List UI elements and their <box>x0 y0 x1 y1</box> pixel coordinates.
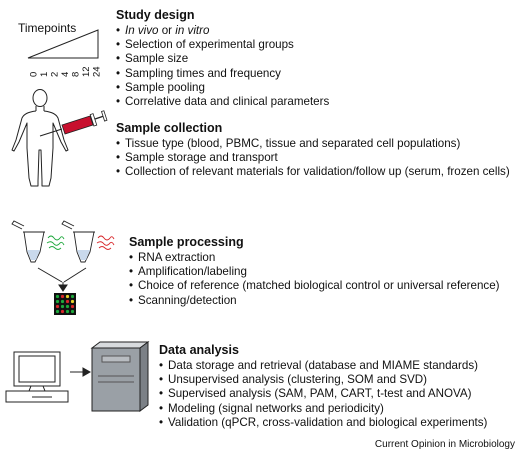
italic-text: In vivo <box>125 24 159 37</box>
list-item: Choice of reference (matched biological … <box>129 279 500 293</box>
section-title: Data analysis <box>159 343 239 357</box>
item-text: Data storage and retrieval (database and… <box>168 359 478 372</box>
array-spot <box>60 304 65 309</box>
array-spot <box>70 304 75 309</box>
item-text: Scanning/detection <box>138 293 237 307</box>
figure-caption: Current Opinion in Microbiology <box>374 439 515 450</box>
timepoint-tick: 2 <box>50 72 61 77</box>
timepoints-wedge-icon <box>27 29 99 59</box>
timepoint-tick: 8 <box>71 72 82 77</box>
array-spot <box>60 299 65 304</box>
timepoint-tick: 4 <box>60 72 71 77</box>
bullet-list: Data storage and retrieval (database and… <box>159 359 487 430</box>
bullet-list: Tissue type (blood, PBMC, tissue and sep… <box>116 137 510 180</box>
section-sample-processing: Sample processing RNA extractionAmplific… <box>129 235 500 308</box>
timepoint-tick: 12 <box>81 66 92 77</box>
timepoint-tick: 1 <box>39 72 50 77</box>
list-item: In vivo or in vitro <box>116 24 329 38</box>
list-item: RNA extraction <box>129 251 500 265</box>
section-title: Sample processing <box>129 235 244 249</box>
list-item: Validation (qPCR, cross-validation and b… <box>159 416 487 430</box>
item-text: Validation (qPCR, cross-validation and b… <box>168 415 488 429</box>
item-text: Modeling (signal networks and periodicit… <box>168 401 384 415</box>
bullet-list: In vivo or in vitroSelection of experime… <box>116 24 329 109</box>
array-spot <box>65 309 70 314</box>
italic-text: in vitro <box>175 24 210 37</box>
list-item: Correlative data and clinical parameters <box>116 95 329 109</box>
item-text: Sampling times and frequency <box>125 66 281 80</box>
list-item: Data storage and retrieval (database and… <box>159 359 487 373</box>
timepoint-tick: 0 <box>29 72 40 77</box>
bullet-list: RNA extractionAmplification/labelingChoi… <box>129 251 500 308</box>
section-sample-collection: Sample collection Tissue type (blood, PB… <box>116 121 510 180</box>
array-spot <box>60 309 65 314</box>
item-text: Correlative data and clinical parameters <box>125 95 330 109</box>
human-figure-icon <box>11 89 69 187</box>
timepoints-label: Timepoints <box>18 21 77 35</box>
item-text: Collection of relevant materials for val… <box>125 165 510 179</box>
server-icon <box>90 341 150 412</box>
item-text: Choice of reference (matched biological … <box>138 279 500 293</box>
list-item: Sample storage and transport <box>116 151 510 165</box>
item-text: RNA extraction <box>138 251 216 264</box>
array-spot <box>65 294 70 299</box>
section-title: Sample collection <box>116 121 223 135</box>
section-study-design: Study design In vivo or in vitroSelectio… <box>116 8 329 109</box>
array-spot <box>70 294 75 299</box>
item-text: Sample storage and transport <box>125 151 278 165</box>
array-spot <box>60 294 65 299</box>
item-text: Unsupervised analysis (clustering, SOM a… <box>168 373 428 387</box>
item-text: Sample pooling <box>125 80 205 94</box>
list-item: Selection of experimental groups <box>116 38 329 52</box>
array-spot <box>65 304 70 309</box>
list-item: Collection of relevant materials for val… <box>116 165 510 179</box>
syringe-icon <box>39 110 108 137</box>
item-text: Amplification/labeling <box>138 265 247 279</box>
item-text: Sample size <box>125 52 189 66</box>
microarray-icon <box>54 293 76 315</box>
tube-left-icon <box>11 220 45 263</box>
tube-right-icon <box>61 220 95 263</box>
section-title: Study design <box>116 8 195 22</box>
item-text: Tissue type (blood, PBMC, tissue and sep… <box>125 137 461 150</box>
item-text: Selection of experimental groups <box>125 38 294 52</box>
section-data-analysis: Data analysis Data storage and retrieval… <box>159 343 487 430</box>
item-text: Supervised analysis (SAM, PAM, CART, t-t… <box>168 387 472 401</box>
list-item: Tissue type (blood, PBMC, tissue and sep… <box>116 137 510 151</box>
array-spot <box>55 309 60 314</box>
array-spot <box>70 299 75 304</box>
array-spot <box>70 309 75 314</box>
timepoint-tick: 24 <box>92 66 103 77</box>
array-spot <box>65 299 70 304</box>
array-spot <box>55 299 60 304</box>
merge-arrows-icon <box>37 267 87 292</box>
list-item: Amplification/labeling <box>129 265 500 279</box>
list-item: Supervised analysis (SAM, PAM, CART, t-t… <box>159 387 487 401</box>
item-text: or <box>158 24 176 37</box>
array-spot <box>55 294 60 299</box>
rna-squiggle-red-icon <box>96 235 115 250</box>
list-item: Scanning/detection <box>129 294 500 308</box>
list-item: Sampling times and frequency <box>116 67 329 81</box>
computer-icon <box>5 351 69 403</box>
arrow-to-server-icon <box>70 367 92 377</box>
list-item: Sample pooling <box>116 81 329 95</box>
list-item: Sample size <box>116 52 329 66</box>
list-item: Unsupervised analysis (clustering, SOM a… <box>159 373 487 387</box>
rna-squiggle-green-icon <box>46 235 65 250</box>
array-spot <box>55 304 60 309</box>
list-item: Modeling (signal networks and periodicit… <box>159 402 487 416</box>
